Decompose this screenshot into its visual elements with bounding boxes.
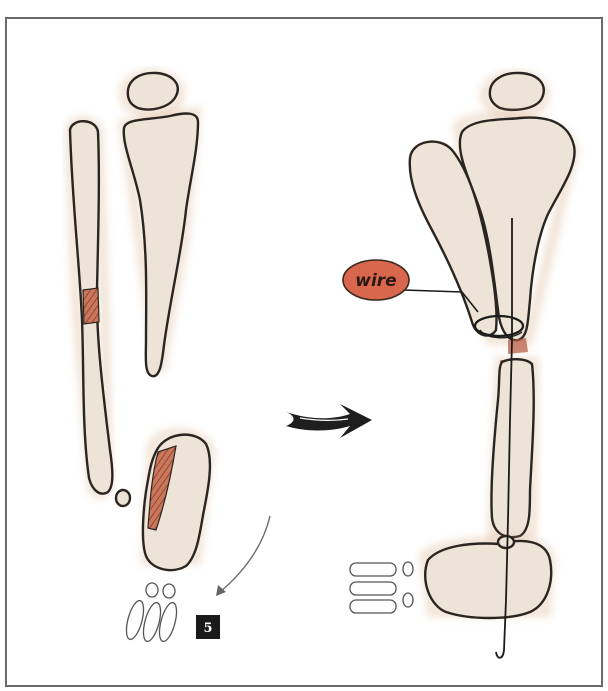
left-fracture-mark xyxy=(83,288,99,324)
right-joint-nodule xyxy=(498,536,514,548)
wire-label-text: wire xyxy=(355,271,396,291)
right-bottom-broad-bone xyxy=(425,541,551,618)
figure-number-box: 5 xyxy=(196,615,220,639)
left-top-round-bone xyxy=(128,73,178,110)
left-small-fragment xyxy=(116,490,130,506)
right-lower-long-bone xyxy=(491,359,533,537)
figure-number: 5 xyxy=(203,621,212,636)
right-top-round-bone xyxy=(490,73,544,110)
wire-label: wire xyxy=(343,260,409,300)
